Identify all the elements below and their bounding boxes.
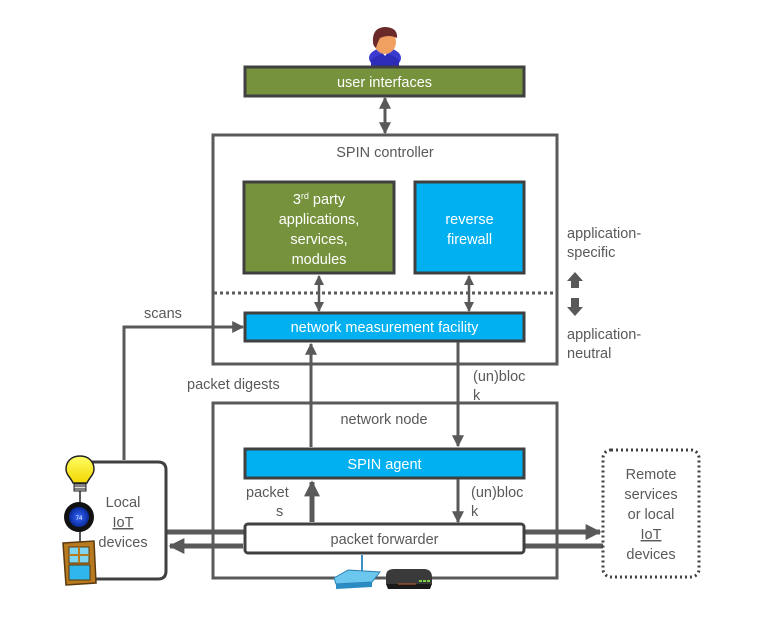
packets-label-line2: s [276,504,283,520]
down-arrow-icon [567,298,583,316]
local-iot-label-line3: devices [98,535,147,551]
packet-digests-label: packet digests [187,377,280,393]
thermostat-icon: 74 [64,502,94,532]
network-measurement-box [243,311,526,343]
spin-agent-label: SPIN agent [347,457,421,473]
spin-controller-title: SPIN controller [336,145,434,161]
remote-label-line4: IoT [641,527,662,543]
third-party-label-line4: modules [292,252,347,268]
network-measurement-label: network measurement facility [291,320,480,336]
reverse-firewall-label-line2: firewall [447,232,492,248]
third-party-label-line1: 3rd party [293,191,346,208]
third-party-label-line2: applications, [279,212,360,228]
up-arrow-icon [567,272,583,288]
application-neutral-line1: application- [567,327,641,343]
reverse-firewall-box [413,180,526,275]
modem-icon [386,569,432,589]
unblock-lower-label-line1: (un)bloc [471,485,523,501]
spin-agent-box [243,447,526,480]
remote-label-line2: services [624,487,677,503]
scans-arrow [122,321,245,460]
application-neutral-line2: neutral [567,346,611,362]
application-specific-line1: application- [567,226,641,242]
user-interfaces-label: user interfaces [337,75,432,91]
local-iot-box [85,460,168,581]
packet-forwarder-label: packet forwarder [331,532,439,548]
window-icon [62,540,97,586]
network-node-title: network node [340,412,427,428]
network-node-box [211,401,559,580]
remote-label-line5: devices [626,547,675,563]
packets-label-line1: packet [246,485,289,501]
unblock-upper-label-line2: k [473,388,481,404]
user-interfaces-box [243,65,526,98]
third-party-box [242,180,396,275]
local-iot-label-line2: IoT [113,515,134,531]
remote-services-box [601,448,701,579]
scans-label: scans [144,306,182,322]
local-iot-label-line1: Local [106,495,141,511]
unblock-upper-label-line1: (un)bloc [473,369,525,385]
svg-text:74: 74 [76,516,83,522]
unblock-lower-label-line2: k [471,504,479,520]
third-party-label-line3: services, [290,232,347,248]
remote-label-line3: or local [628,507,675,523]
lightbulb-icon [65,455,95,492]
remote-label-line1: Remote [626,467,677,483]
packet-forwarder-box [243,522,526,555]
reverse-firewall-label-line1: reverse [445,212,493,228]
user-icon [369,27,401,68]
application-specific-line2: specific [567,245,615,261]
spin-controller-box [211,133,559,366]
router-icon [333,555,381,589]
